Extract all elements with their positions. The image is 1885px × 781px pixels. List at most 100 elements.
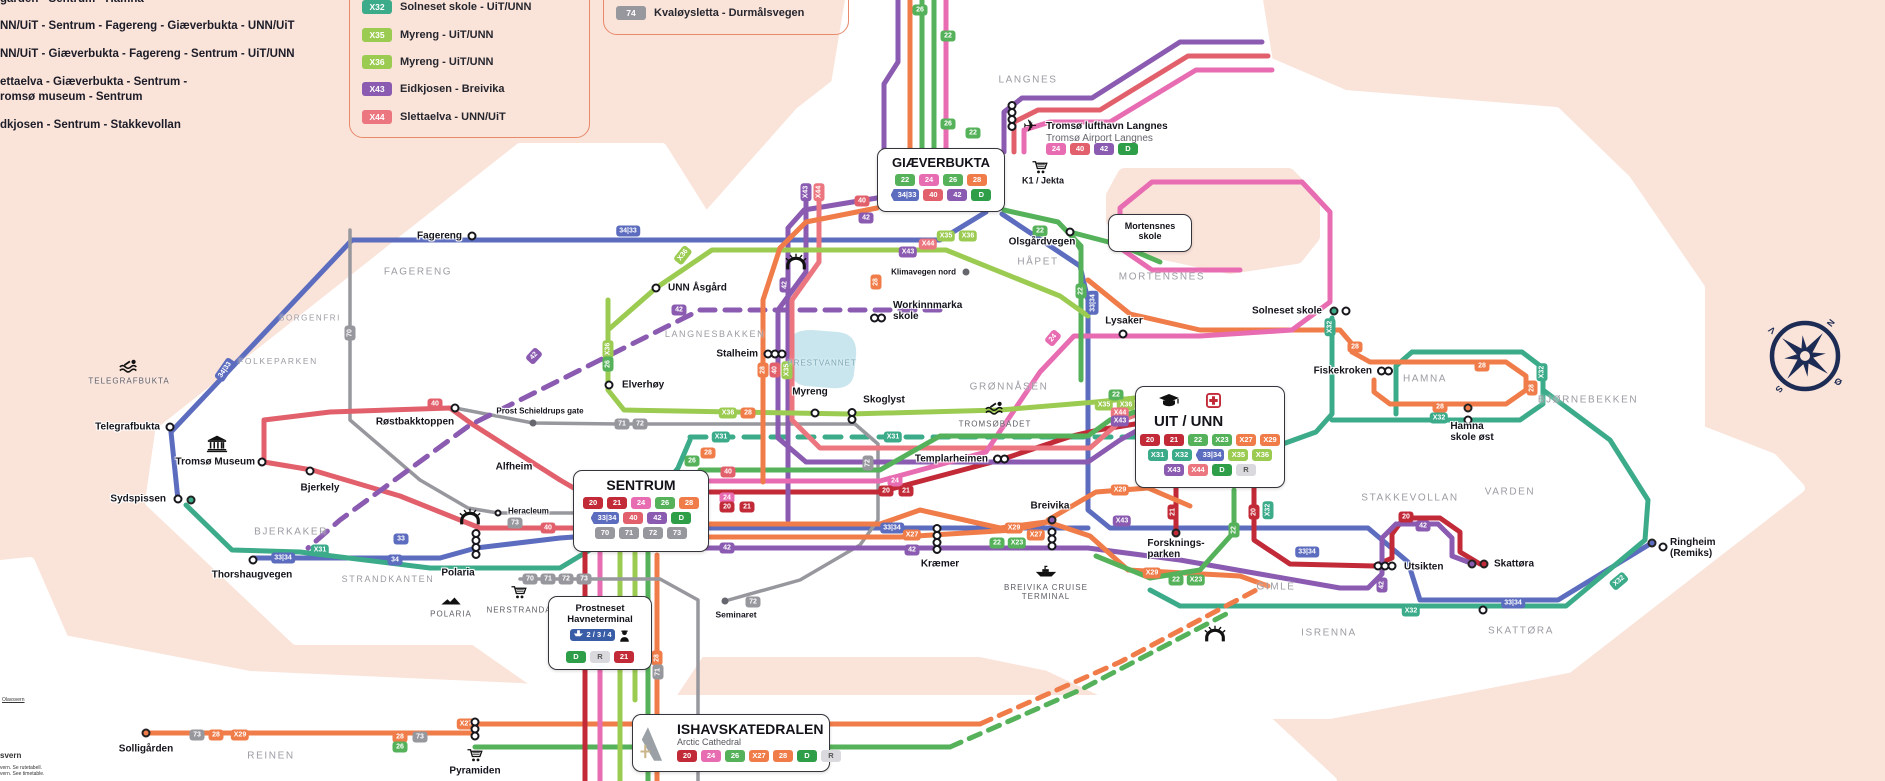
route-badge-X29: X29 <box>1004 522 1024 534</box>
district-label: PRESTVANNET <box>787 358 857 368</box>
district-label: SKATTØRA <box>1488 625 1554 637</box>
stop-dot <box>165 422 175 432</box>
interchange-dots <box>763 349 787 359</box>
route-badge-42: 42 <box>647 512 668 524</box>
route-badge-28: 28 <box>757 362 769 378</box>
route-badge-26: 26 <box>602 356 614 372</box>
route-badge-X29: X29 <box>1142 567 1162 579</box>
route-badge-73: 73 <box>189 729 205 741</box>
route-badge-28: 28 <box>700 447 716 459</box>
station-label: Skattøra <box>1494 558 1535 570</box>
stop-dot <box>1329 306 1339 316</box>
cart-icon <box>511 585 528 600</box>
route-badge-X27: X27 <box>456 718 476 730</box>
route-badge-72: 72 <box>745 596 761 608</box>
station-label: UNN Åsgård <box>668 282 727 294</box>
route-badge-20: 20 <box>1248 504 1260 520</box>
hospital-icon <box>1206 393 1221 413</box>
legend-route-description: gården - Sentrum - Hamna <box>0 0 144 5</box>
stop-dot <box>604 380 614 390</box>
district-label: GRØNNÅSEN <box>969 381 1049 393</box>
interchange-dots <box>1007 101 1017 131</box>
station-label: Polaria <box>441 567 475 579</box>
stop-dot <box>1065 227 1075 237</box>
route-badge-D: D <box>971 189 992 201</box>
district-label: VARDEN <box>1484 486 1536 498</box>
compass-letter: V <box>1766 324 1777 336</box>
person-icon <box>619 629 630 647</box>
route-badge-42: 42 <box>1376 577 1388 593</box>
route-badge-42: 42 <box>671 304 687 316</box>
stop-dot <box>810 408 820 418</box>
route-badge-X31: X31 <box>883 431 903 443</box>
route-badge-X43: X43 <box>1164 464 1184 476</box>
route-badge-33-34: 33|34 <box>1087 291 1099 315</box>
route-badge-26: 26 <box>725 750 745 762</box>
route-badge-X35: X35 <box>362 28 392 42</box>
route-badge-R: R <box>1236 464 1256 476</box>
tunnel-icon <box>784 253 808 271</box>
route-badge-X43: X43 <box>362 82 392 96</box>
arctic-cathedral-icon <box>640 724 670 764</box>
station-label: Solligården <box>118 743 174 755</box>
swim-icon <box>984 401 1006 416</box>
route-badge-71: 71 <box>619 527 639 539</box>
stop-dot <box>1341 306 1351 316</box>
stop-dot <box>470 731 480 741</box>
poi-label: NERSTRANDA <box>486 605 552 615</box>
museum-icon <box>206 434 228 453</box>
station-label: Myreng <box>792 386 828 398</box>
route-badge-X29: X29 <box>230 729 250 741</box>
route-badge-X32: X32 <box>1171 449 1192 461</box>
route-badge-22: 22 <box>1075 283 1087 299</box>
route-badge-X27: X27 <box>902 529 922 541</box>
route-badge-X44: X44 <box>918 238 938 250</box>
route-badge-X23: X23 <box>1212 434 1232 446</box>
stop-dot <box>186 495 196 505</box>
route-badge-20: 20 <box>719 501 735 513</box>
ship-icon <box>1034 565 1058 578</box>
route-badge-33-34: 33|34 <box>590 512 620 524</box>
stop-dot <box>877 313 886 323</box>
interchange-dots <box>932 524 942 554</box>
footnote-text: Olavsvern <box>2 697 25 703</box>
route-badge-70: 70 <box>522 573 538 585</box>
stop-dot <box>173 494 183 504</box>
legend-item-label: Myreng - UiT/UNN <box>400 29 494 41</box>
interchange-dots <box>847 408 857 424</box>
station-label: Telegrafbukta <box>95 421 160 433</box>
cart-icon <box>467 748 484 763</box>
route-badge-24: 24 <box>919 174 939 186</box>
district-label: LANGNES <box>998 74 1058 86</box>
route-badge-20: 20 <box>1398 511 1414 523</box>
station-label: Heracleum <box>508 506 549 516</box>
route-badge-40: 40 <box>623 512 644 524</box>
stop-dot <box>494 509 502 517</box>
station-label: Bjerkely <box>300 482 340 494</box>
stop-dot <box>1463 415 1473 425</box>
legend-item-label: Kvaløysletta - Durmålsvegen <box>654 7 805 19</box>
stop-dot <box>1479 559 1489 569</box>
route-badge-28: 28 <box>740 407 756 419</box>
route-badge-22: 22 <box>940 30 956 42</box>
district-label: MORTENSNES <box>1118 271 1206 283</box>
interchange-dots <box>1047 527 1057 551</box>
route-badge-22: 22 <box>1168 574 1184 586</box>
box-title: SENTRUM <box>606 477 676 493</box>
route-badge-R: R <box>821 750 841 762</box>
district-label: HÅPET <box>1017 256 1059 268</box>
tunnel-icon <box>458 508 482 526</box>
station-label: Lysaker <box>1105 315 1143 327</box>
interchange-dots <box>870 313 886 323</box>
